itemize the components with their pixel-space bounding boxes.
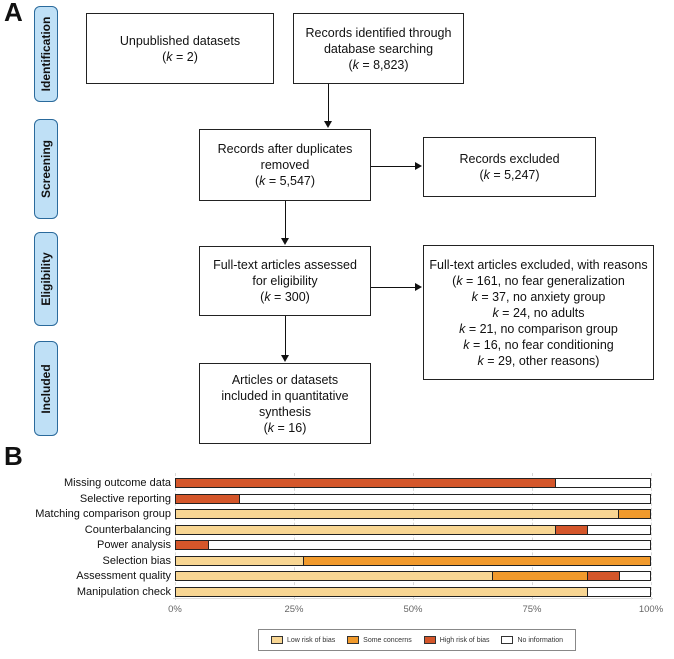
legend-label-high: High risk of bias <box>439 636 490 644</box>
row-label-assessment-quality: Assessment quality <box>76 570 171 582</box>
row-label-missing-outcome-data: Missing outcome data <box>64 477 171 489</box>
legend-swatch-high <box>423 636 436 644</box>
bar-segment-no-information <box>618 572 650 580</box>
row-label-selection-bias: Selection bias <box>102 554 172 567</box>
row-label-counterbalancing: Counterbalancing <box>84 523 171 536</box>
x-tick-label: 25% <box>284 604 304 615</box>
bar-segment-high-risk <box>176 541 208 549</box>
box-included: Articles or datasets included in quantit… <box>199 363 371 444</box>
bar-segment-high-risk <box>555 525 587 534</box>
stage-screening: Screening <box>34 119 58 219</box>
bar-segment-low-risk <box>176 572 493 580</box>
bar-matching-comparison-group <box>175 509 651 519</box>
legend-swatch-none <box>501 636 514 644</box>
x-tick-label: 0% <box>168 604 182 615</box>
x-tick-label: 50% <box>403 604 423 615</box>
gridline <box>651 473 652 600</box>
bar-segment-high-risk <box>176 479 556 487</box>
gridline <box>413 473 414 600</box>
bar-segment-no-information <box>586 525 650 534</box>
chart-legend: Low risk of bias Some concerns High risk… <box>258 629 576 651</box>
legend-label-some: Some concerns <box>363 636 412 644</box>
legend-item-some: Some concerns <box>347 636 412 644</box>
row-label-manipulation-check: Manipulation check <box>76 585 171 598</box>
x-tick-label: 100% <box>638 604 664 615</box>
bar-segment-no-information <box>586 587 650 596</box>
panel-a-label: A <box>4 0 23 27</box>
stage-identification: Identification <box>34 6 58 102</box>
row-label-matching-comparison-group: Matching comparison group <box>35 508 171 520</box>
bar-segment-low-risk <box>176 587 587 596</box>
bar-segment-high-risk <box>176 494 240 503</box>
bar-segment-no-information <box>207 541 650 549</box>
legend-item-high: High risk of bias <box>423 636 490 644</box>
bar-selection-bias <box>175 555 651 566</box>
bar-selective-reporting <box>175 493 651 504</box>
bar-segment-some-concerns <box>302 556 650 565</box>
legend-item-low: Low risk of bias <box>270 636 336 644</box>
gridline <box>294 473 295 600</box>
box-after-duplicates: Records after duplicates removed (k = 5,… <box>199 129 371 201</box>
bar-segment-low-risk <box>176 510 619 518</box>
bar-assessment-quality <box>175 571 651 581</box>
bar-segment-low-risk <box>176 556 303 565</box>
bar-segment-low-risk <box>176 525 556 534</box>
row-label-selective-reporting: Selective reporting <box>79 492 171 505</box>
bar-segment-some-concerns <box>492 572 587 580</box>
box-records-excluded: Records excluded (k = 5,247) <box>423 137 596 197</box>
legend-item-none: No information <box>501 636 563 644</box>
bar-manipulation-check <box>175 586 651 597</box>
legend-swatch-some <box>347 636 360 644</box>
box-unpublished-datasets: Unpublished datasets (k = 2) <box>86 13 274 84</box>
bar-segment-no-information <box>555 479 650 487</box>
box-records-identified: Records identified through database sear… <box>293 13 464 84</box>
x-axis-line <box>173 598 653 599</box>
legend-swatch-low <box>270 636 283 644</box>
row-label-power-analysis: Power analysis <box>97 539 171 551</box>
box-fulltext-excluded: Full-text articles excluded, with reason… <box>423 245 654 380</box>
legend-label-none: No information <box>517 636 563 644</box>
bar-counterbalancing <box>175 524 651 535</box>
legend-label-low: Low risk of bias <box>286 636 336 644</box>
bar-segment-some-concerns <box>618 510 650 518</box>
box-fulltext-assessed: Full-text articles assessed for eligibil… <box>199 246 371 316</box>
gridline <box>532 473 533 600</box>
bar-segment-high-risk <box>586 572 619 580</box>
x-tick-label: 75% <box>522 604 542 615</box>
stage-included: Included <box>34 341 58 436</box>
panel-b-label: B <box>4 441 23 471</box>
gridline <box>175 473 176 600</box>
bar-segment-no-information <box>239 494 650 503</box>
stage-eligibility: Eligibility <box>34 232 58 326</box>
bar-power-analysis <box>175 540 651 550</box>
bar-missing-outcome-data <box>175 478 651 488</box>
